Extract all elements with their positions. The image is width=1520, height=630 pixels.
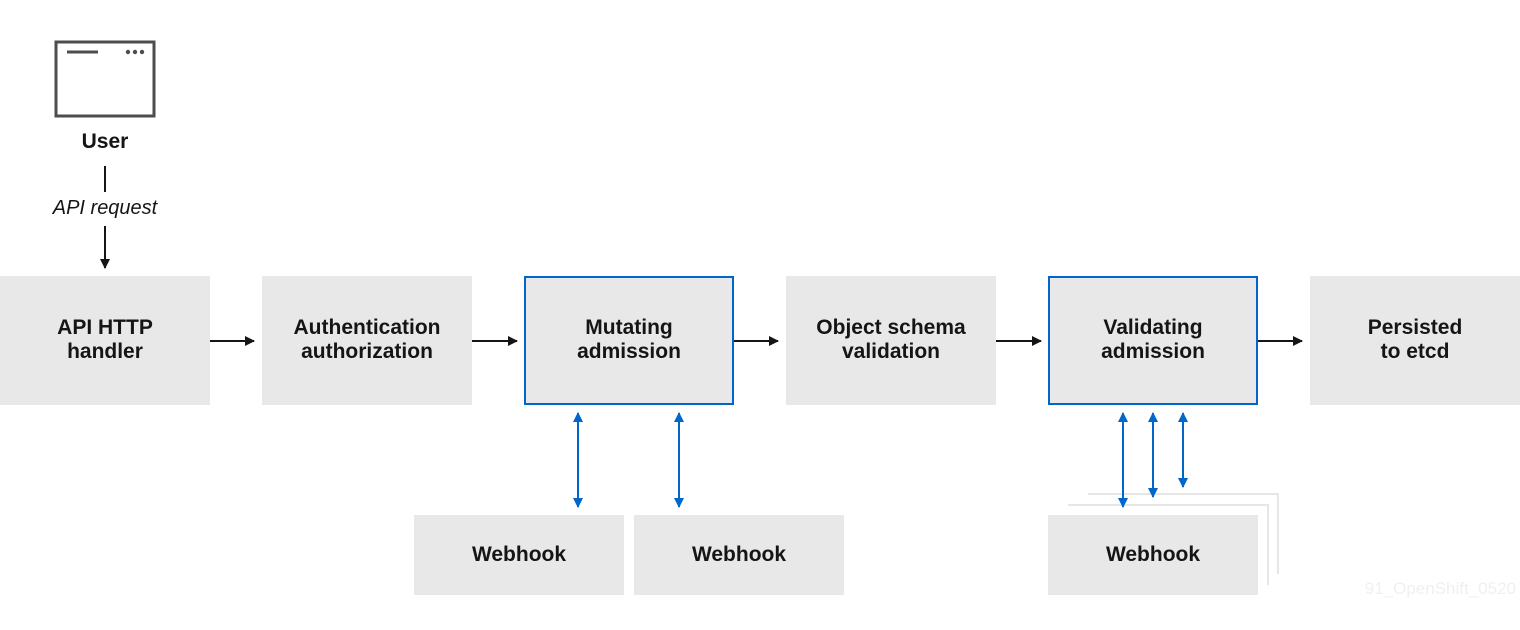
webhook-label: Webhook: [692, 543, 786, 566]
stage-label-line-1: API HTTP: [57, 316, 153, 339]
stage-api-http-handler: API HTTP handler: [0, 276, 210, 405]
stage-label-line-1: Authentication: [294, 316, 441, 339]
webhook-label: Webhook: [472, 543, 566, 566]
stage-label-line-1: Validating: [1103, 316, 1202, 339]
stage-label-line-1: Object schema: [816, 316, 966, 339]
stage-label-line-2: admission: [1101, 340, 1205, 363]
stage-authentication-authorization: Authentication authorization: [262, 276, 472, 405]
stage-object-schema-validation: Object schema validation: [786, 276, 996, 405]
stage-label-line-2: handler: [67, 340, 143, 363]
stage-persisted-to-etcd: Persisted to etcd: [1310, 276, 1520, 405]
webhook-box: Webhook: [1048, 515, 1258, 595]
stage-label-line-2: authorization: [301, 340, 433, 363]
webhook-label: Webhook: [1106, 543, 1200, 566]
stage-mutating-admission: Mutating admission: [524, 276, 734, 405]
stage-label-line-2: admission: [577, 340, 681, 363]
api-request-label: API request: [52, 197, 159, 219]
stage-label-line-1: Persisted: [1368, 316, 1463, 339]
stage-label-line-1: Mutating: [585, 316, 672, 339]
browser-window-icon: [54, 40, 156, 118]
webhook-box: Webhook: [414, 515, 624, 595]
stage-validating-admission: Validating admission: [1048, 276, 1258, 405]
figure-id-watermark: 91_OpenShift_0520: [1365, 579, 1516, 598]
stage-label-line-2: validation: [842, 340, 940, 363]
user-label: User: [82, 130, 129, 153]
webhook-box: Webhook: [634, 515, 844, 595]
stage-label-line-2: to etcd: [1381, 340, 1450, 363]
